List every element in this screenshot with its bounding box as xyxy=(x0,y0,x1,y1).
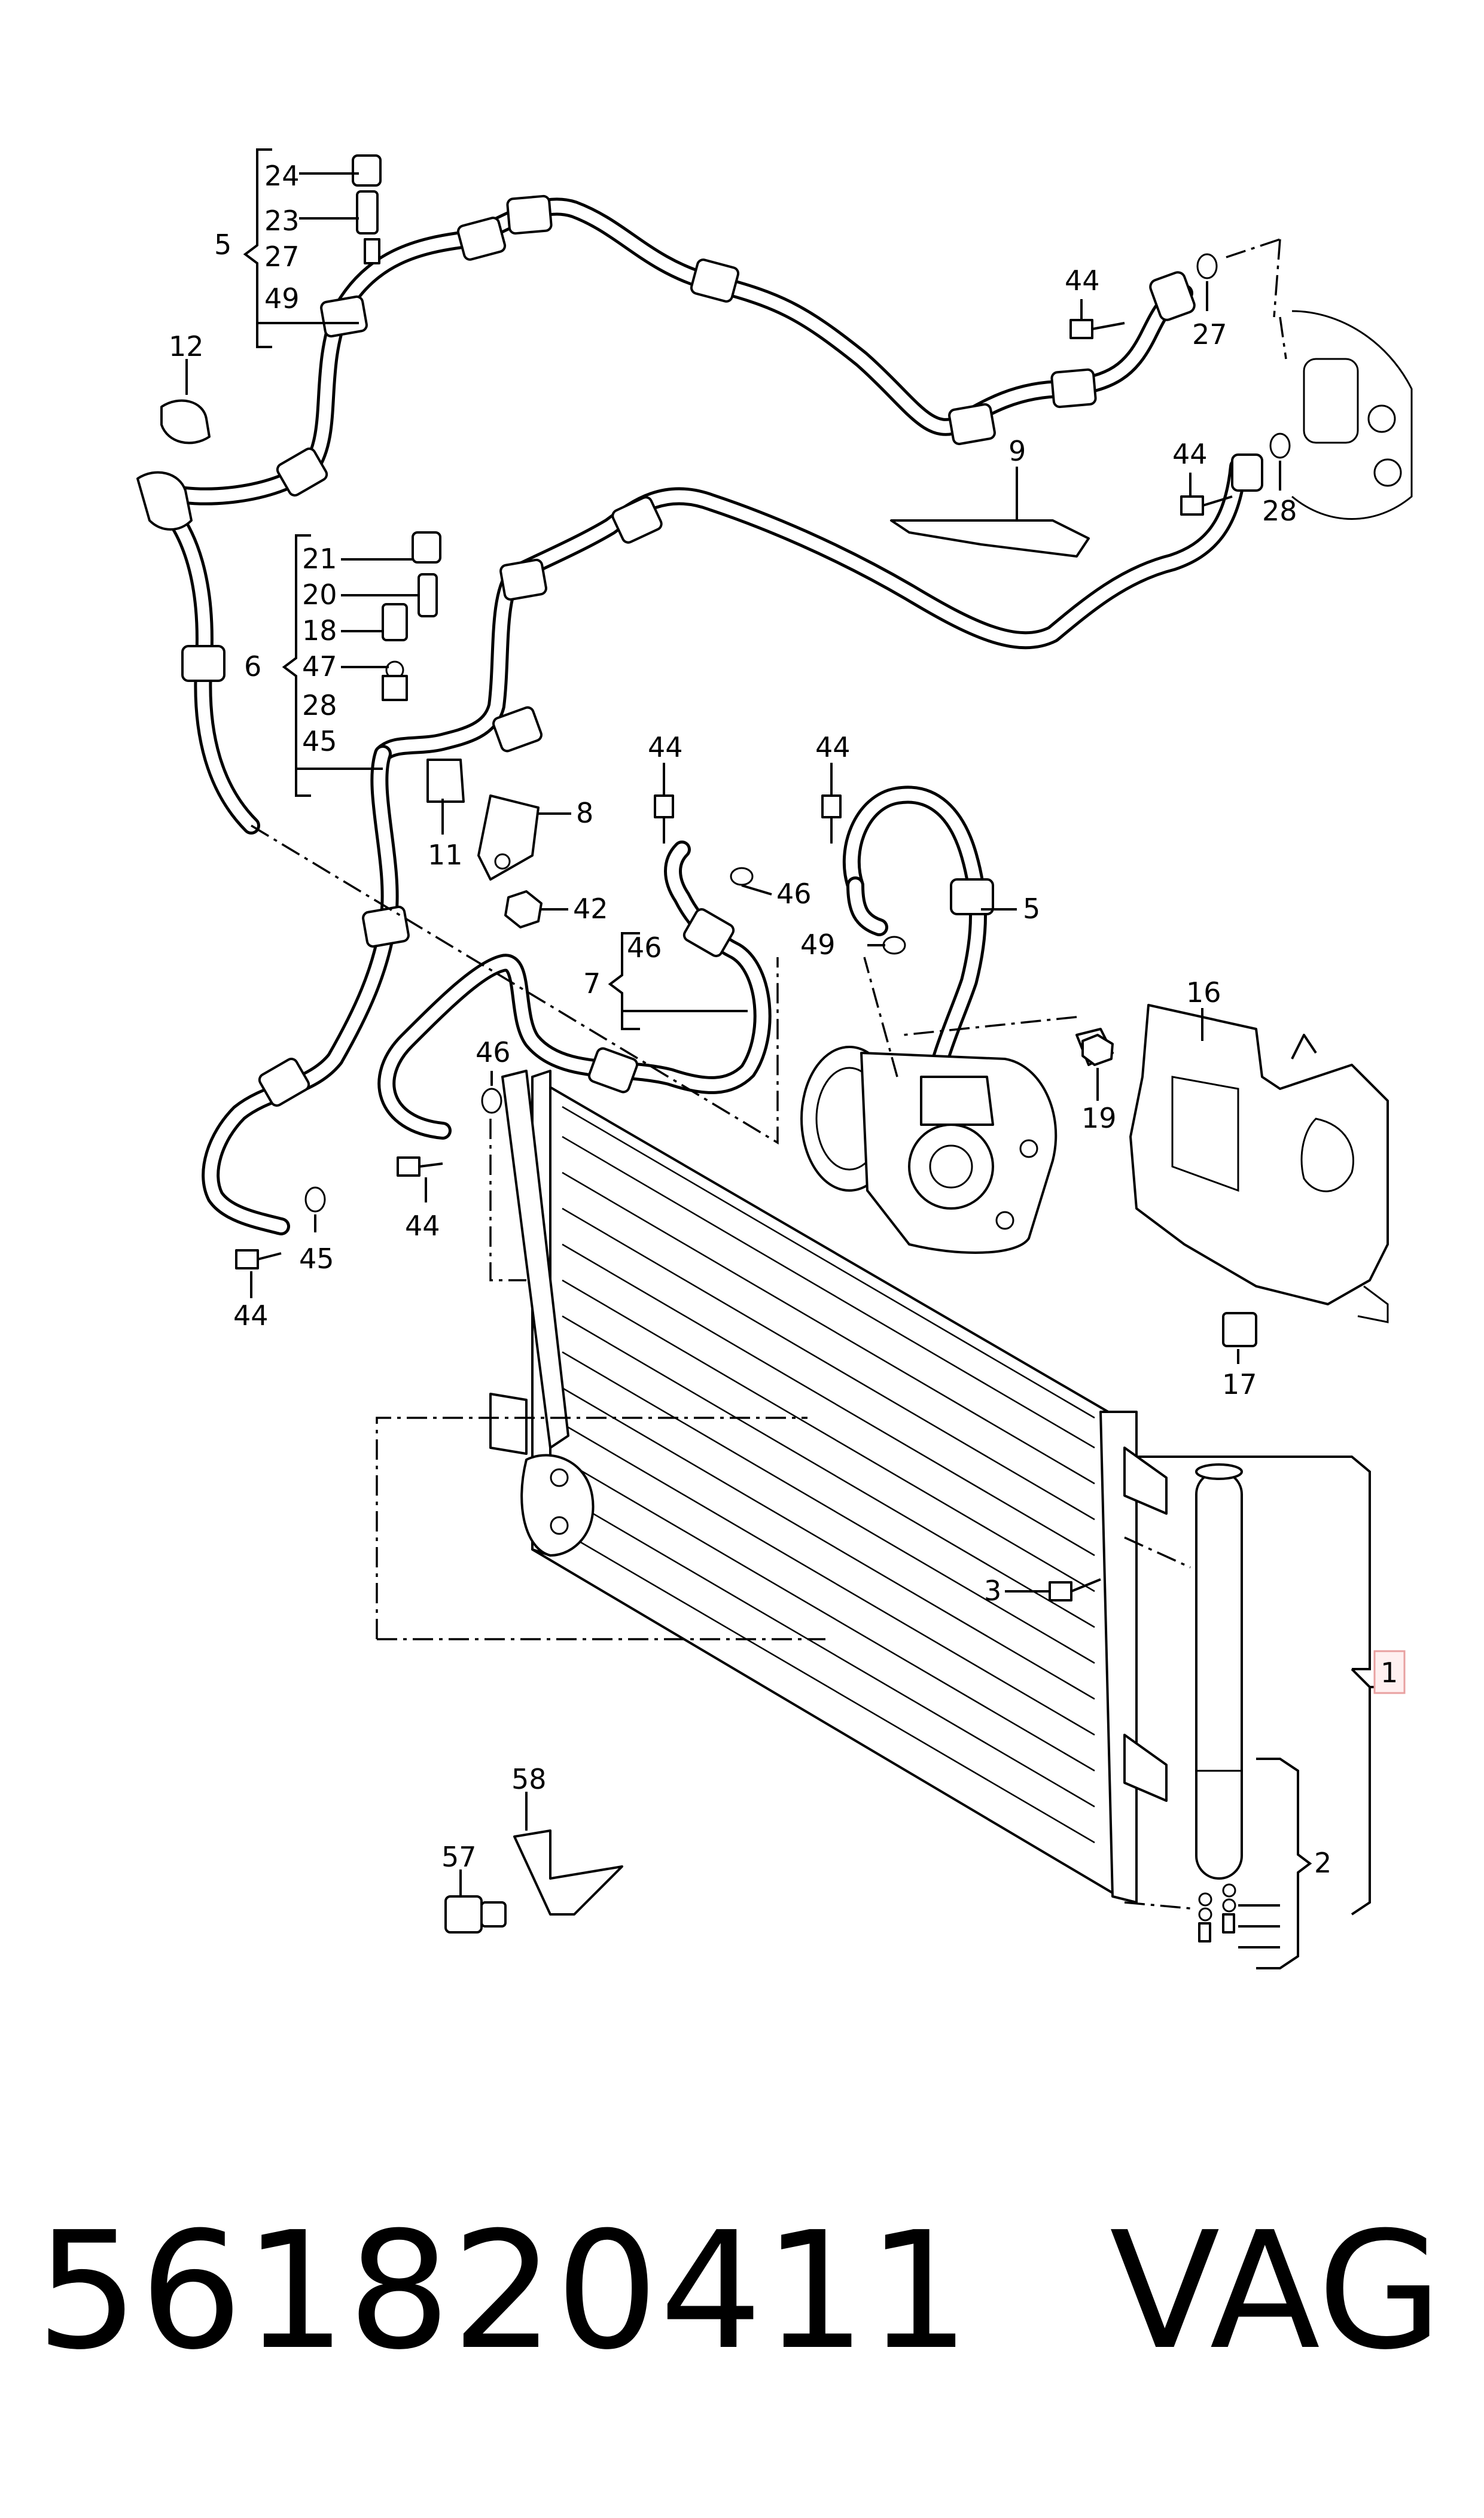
heat-shield xyxy=(1075,1004,1389,1323)
callout-58: 58 xyxy=(511,1763,547,1795)
callout-7: 7 xyxy=(583,967,601,1000)
brand-name: VAG xyxy=(1110,2197,1443,2385)
callout-45: 45 xyxy=(299,1243,334,1275)
callout-44: 44 xyxy=(233,1299,269,1332)
callout-46: 46 xyxy=(776,878,812,910)
callout-1: 1 xyxy=(1381,1657,1398,1689)
compressor xyxy=(800,1046,1058,1254)
callout-9: 9 xyxy=(1008,435,1026,467)
condenser xyxy=(489,1070,1168,1904)
callout-47: 47 xyxy=(302,650,337,683)
callout-18: 18 xyxy=(302,614,337,647)
callout-16: 16 xyxy=(1186,976,1221,1009)
callout-44: 44 xyxy=(815,731,851,763)
callout-23: 23 xyxy=(264,205,300,237)
callout-20: 20 xyxy=(302,578,337,611)
condenser-fins xyxy=(562,1106,1095,1844)
callout-44: 44 xyxy=(648,731,683,763)
callout-45: 45 xyxy=(302,725,337,757)
callout-46: 46 xyxy=(476,1036,511,1068)
callout-1-highlight-box xyxy=(1373,1650,1406,1694)
callout-labels: 24 23 5 27 49 12 21 20 18 6 47 28 45 11 … xyxy=(169,160,1406,1879)
callout-28: 28 xyxy=(1262,495,1297,527)
callout-42: 42 xyxy=(573,893,608,925)
refrigerant-lines xyxy=(136,194,1247,1235)
callout-27: 27 xyxy=(264,240,300,273)
callout-57: 57 xyxy=(441,1841,477,1873)
part-number: 561820411 xyxy=(36,2197,972,2385)
callout-44: 44 xyxy=(405,1210,440,1242)
callout-6: 6 xyxy=(244,650,261,683)
callout-44: 44 xyxy=(1065,264,1100,297)
hardware xyxy=(160,154,1413,1934)
callout-8: 8 xyxy=(576,797,593,829)
callout-19: 19 xyxy=(1081,1102,1117,1134)
callout-46: 46 xyxy=(627,931,662,964)
callout-5: 5 xyxy=(214,229,231,261)
leader-lines xyxy=(185,148,1375,1969)
callout-5: 5 xyxy=(1023,893,1040,925)
callout-27: 27 xyxy=(1192,318,1227,351)
assembly-lines xyxy=(251,238,1287,1910)
callout-28: 28 xyxy=(302,689,337,721)
callout-49: 49 xyxy=(800,928,836,961)
callout-3: 3 xyxy=(984,1575,1001,1607)
receiver-drier xyxy=(1195,1463,1243,1942)
callout-12: 12 xyxy=(169,330,204,363)
callout-24: 24 xyxy=(264,160,300,192)
callout-11: 11 xyxy=(428,839,463,871)
callout-2: 2 xyxy=(1314,1847,1331,1879)
callout-21: 21 xyxy=(302,543,337,575)
callout-17: 17 xyxy=(1222,1368,1257,1400)
callout-49: 49 xyxy=(264,282,300,315)
callout-44: 44 xyxy=(1172,438,1208,470)
